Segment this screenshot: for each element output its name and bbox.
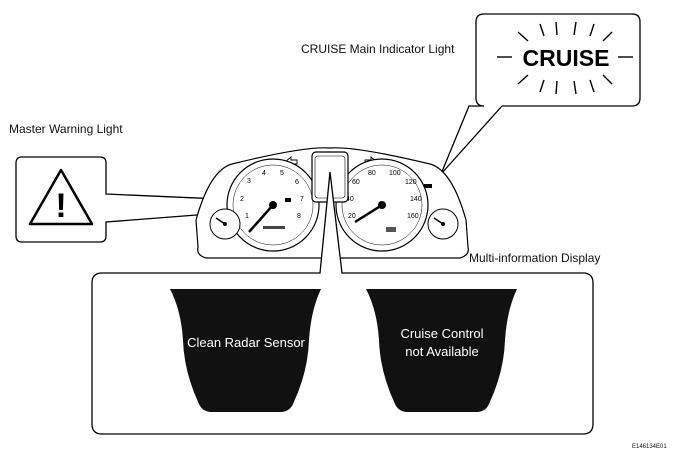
multi-info-display-callout: Clean Radar Sensor Cruise Control not Av… <box>91 171 594 435</box>
exclamation-icon: ! <box>55 187 66 225</box>
svg-text:120: 120 <box>405 179 417 186</box>
svg-text:4: 4 <box>262 170 266 177</box>
tachometer-gauge: 1 2 3 4 5 6 7 8 <box>226 158 320 252</box>
svg-text:7: 7 <box>300 196 304 203</box>
fuel-gauge <box>209 208 241 240</box>
cruise-indicator-lamp <box>424 184 432 188</box>
temperature-gauge <box>427 208 459 240</box>
svg-text:40: 40 <box>346 196 354 203</box>
left-display-screen <box>170 289 321 412</box>
cruise-main-indicator-label: CRUISE Main Indicator Light <box>301 42 455 56</box>
svg-text:20: 20 <box>348 213 356 220</box>
multi-info-display-label: Multi-information Display <box>469 251 601 265</box>
svg-text:160: 160 <box>407 213 419 220</box>
svg-text:2: 2 <box>240 196 244 203</box>
right-display-screen <box>366 289 517 412</box>
figure-code: E146134E01 <box>632 444 667 450</box>
svg-text:100: 100 <box>389 170 401 177</box>
svg-text:80: 80 <box>368 170 376 177</box>
svg-text:8: 8 <box>297 213 301 220</box>
cruise-control-message-line1: Cruise Control <box>400 326 483 341</box>
speedometer-gauge: 20 40 60 80 100 120 140 160 <box>335 158 429 252</box>
svg-text:1: 1 <box>245 213 249 220</box>
svg-text:6: 6 <box>295 179 299 186</box>
svg-text:5: 5 <box>280 170 284 177</box>
master-warning-label: Master Warning Light <box>9 122 123 136</box>
svg-text:140: 140 <box>410 196 422 203</box>
svg-text:60: 60 <box>352 179 360 186</box>
svg-text:3: 3 <box>247 178 251 185</box>
master-warning-callout: ! <box>15 156 288 243</box>
sunburst-rays <box>497 21 633 95</box>
clean-radar-sensor-message: Clean Radar Sensor <box>187 335 305 350</box>
cruise-control-message-line2: not Available <box>405 344 479 359</box>
cruise-indicator-text: CRUISE <box>523 45 610 71</box>
cruise-callout: CRUISE <box>440 13 641 175</box>
warning-triangle-icon <box>28 168 94 226</box>
